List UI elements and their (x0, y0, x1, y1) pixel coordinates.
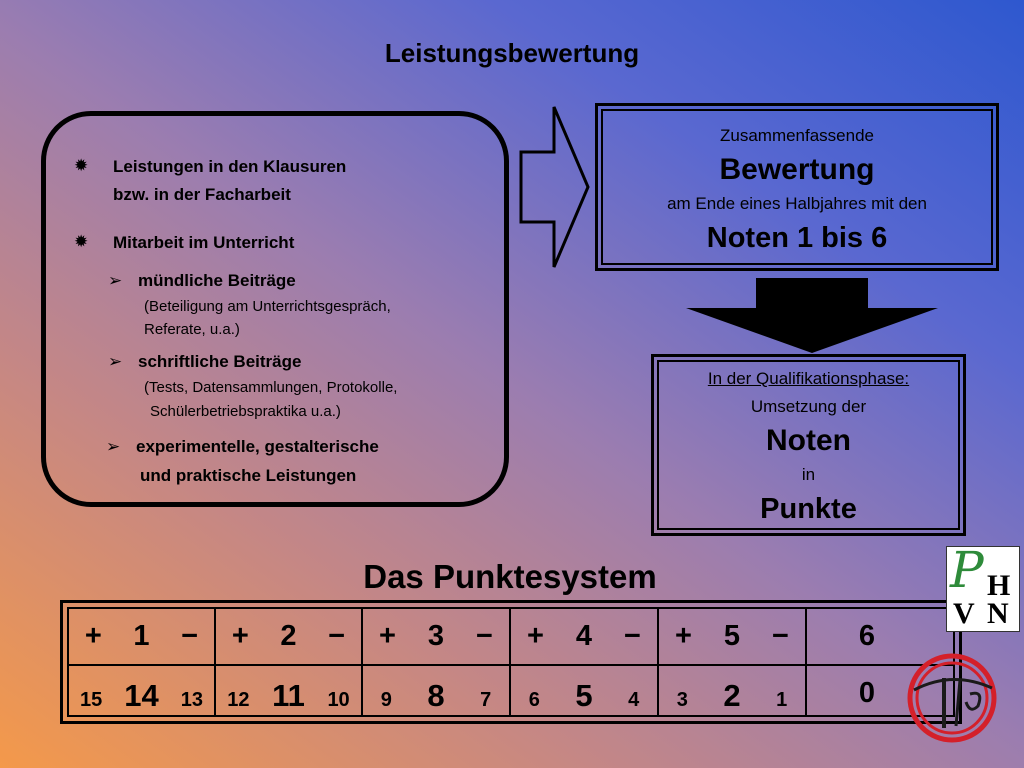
conversion-box (651, 354, 966, 536)
item-mitarbeit: Mitarbeit im Unterricht (113, 233, 295, 252)
subitem-schriftlich-detail2: Schülerbetriebspraktika u.a.) (150, 403, 341, 420)
conversion-line4: in (801, 465, 816, 484)
arrowhead-bullet-icon: ➢ (108, 271, 123, 290)
points-low: 13 (180, 689, 203, 711)
minus-sign: − (328, 620, 346, 652)
grade-number: 5 (723, 620, 741, 652)
subitem-muendlich-detail2: Referate, u.a.) (144, 321, 240, 338)
points-cell-3: 9 8 7 (363, 666, 509, 721)
points-cell-1: 15 14 13 (69, 666, 214, 721)
minus-sign: − (476, 620, 493, 652)
points-high: 15 (80, 689, 103, 711)
logo-letter: P (950, 541, 984, 599)
grade-number: 2 (280, 620, 297, 652)
grade-number: 6 (858, 620, 876, 652)
minus-sign: − (181, 620, 199, 652)
conversion-line3: Noten (766, 424, 851, 457)
logo-letter: V (953, 597, 975, 630)
points-high: 9 (380, 689, 392, 711)
points-mid: 8 (427, 678, 445, 713)
grade-cell-5: + 5 − (659, 609, 805, 664)
points-zero: 0 (858, 677, 876, 709)
asterisk-bullet-icon: ✹ (74, 232, 89, 251)
plus-sign: + (231, 620, 249, 652)
summary-line1: Zusammenfassende (719, 126, 875, 145)
grade-number: 1 (133, 620, 150, 652)
grade-cell-4: + 4 − (511, 609, 657, 664)
logo-letter: N (987, 597, 1009, 630)
subitem-schriftlich-detail1: (Tests, Datensammlungen, Protokolle, (144, 379, 398, 396)
grade-number: 4 (575, 620, 593, 652)
minus-sign: − (772, 620, 789, 652)
summary-line4: Noten 1 bis 6 (706, 222, 888, 254)
points-system-title: Das Punktesystem (363, 558, 657, 595)
points-low: 1 (776, 689, 788, 711)
hhg-seal-logo (907, 653, 997, 743)
points-cell-2: 12 11 10 (216, 666, 361, 721)
grade-cell-1: + 1 − (69, 609, 214, 664)
points-mid: 11 (272, 678, 305, 713)
points-high: 12 (227, 689, 250, 711)
points-mid: 5 (575, 678, 593, 713)
item-klausuren-line1: Leistungen in den Klausuren (113, 157, 347, 176)
item-klausuren-line2: bzw. in der Facharbeit (113, 185, 291, 204)
points-high: 6 (528, 689, 540, 711)
subitem-muendlich: mündliche Beiträge (138, 271, 296, 290)
points-table: + 1 − + 2 − + 3 − + 4 − + 5 − 6 15 (60, 600, 962, 724)
logo-letter: H (987, 569, 1011, 602)
grade-number: 3 (427, 620, 445, 652)
arrowhead-bullet-icon: ➢ (108, 352, 123, 371)
points-low: 4 (628, 689, 640, 711)
points-cell-5: 3 2 1 (659, 666, 805, 721)
page-title: Leistungsbewertung (384, 38, 640, 68)
points-cell-6: 0 (807, 666, 957, 721)
plus-sign: + (674, 620, 692, 652)
plus-sign: + (84, 620, 102, 652)
summary-line3: am Ende eines Halbjahres mit den (667, 194, 927, 213)
plus-sign: + (526, 620, 544, 652)
summary-line2: Bewertung (719, 153, 875, 186)
subitem-muendlich-detail1: (Beteiligung am Unterrichtsgespräch, (144, 298, 391, 315)
points-cell-4: 6 5 4 (511, 666, 657, 721)
right-arrow-icon (519, 106, 590, 268)
minus-sign: − (624, 620, 641, 652)
points-high: 3 (676, 689, 688, 711)
arrowhead-bullet-icon: ➢ (106, 437, 121, 456)
conversion-line1: In der Qualifikationsphase: (707, 369, 910, 388)
pvn-logo: P H V N (946, 541, 1020, 632)
plus-sign: + (378, 620, 396, 652)
conversion-line2: Umsetzung der (750, 397, 867, 416)
conversion-line5: Punkte (760, 493, 857, 525)
grade-cell-3: + 3 − (363, 609, 509, 664)
summary-grade-box (595, 103, 999, 271)
subitem-experimentell-line2: und praktische Leistungen (140, 466, 357, 485)
points-mid: 14 (124, 678, 159, 713)
down-arrow-icon (686, 278, 938, 353)
points-low: 10 (327, 689, 350, 711)
subitem-experimentell: experimentelle, gestalterische (136, 437, 379, 456)
points-mid: 2 (723, 678, 741, 713)
grade-cell-2: + 2 − (216, 609, 361, 664)
asterisk-bullet-icon: ✹ (74, 156, 89, 175)
points-low: 7 (480, 689, 492, 711)
assessment-components-box (41, 111, 509, 507)
subitem-schriftlich: schriftliche Beiträge (138, 352, 302, 371)
grade-cell-6: 6 (807, 609, 957, 664)
